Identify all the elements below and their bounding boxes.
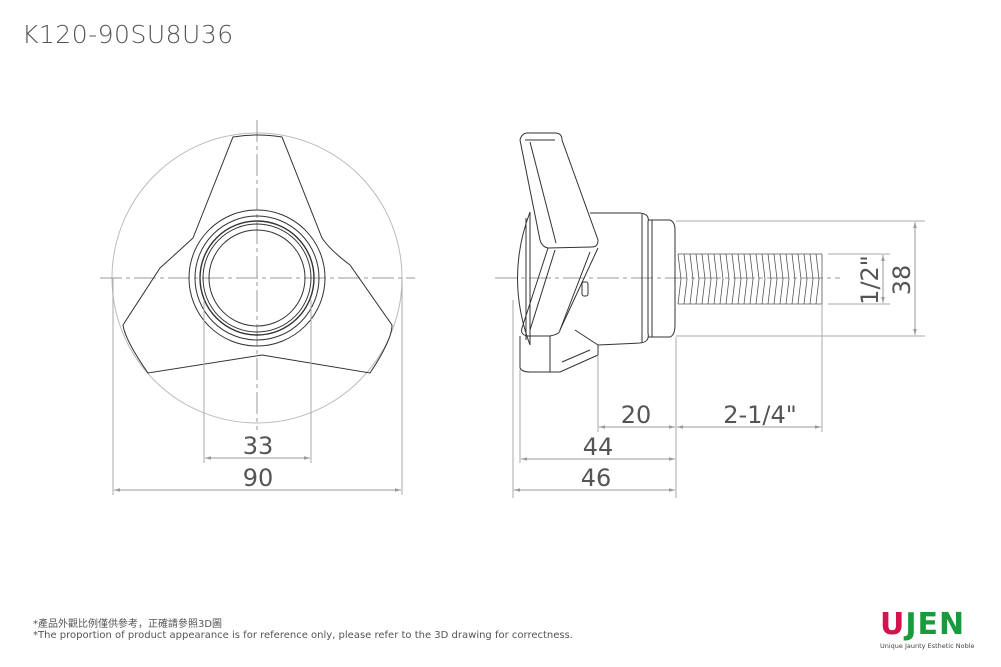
dim-44: 44 — [583, 433, 614, 461]
logo-letters-jen: JEN — [905, 607, 966, 642]
dim-1-2-thread: 1/2" — [856, 255, 884, 305]
brand-logo: UJEN Unique Jaunty Esthetic Noble — [880, 607, 975, 651]
dim-20: 20 — [621, 401, 652, 429]
front-view — [100, 120, 415, 495]
dim-33: 33 — [243, 432, 274, 460]
dim-46: 46 — [581, 464, 612, 492]
dim-90: 90 — [243, 464, 274, 492]
side-view — [495, 132, 925, 498]
dim-38: 38 — [888, 265, 916, 296]
disclaimer-zh: *產品外觀比例僅供參考，正確請參照3D圖 — [33, 619, 223, 630]
logo-letter-u: U — [880, 607, 906, 642]
part-number-title: K120-90SU8U36 — [22, 20, 234, 49]
dim-2-1-4: 2-1/4" — [723, 401, 797, 429]
brand-tagline: Unique Jaunty Esthetic Noble — [880, 642, 975, 650]
disclaimer-en: *The proportion of product appearance is… — [33, 630, 573, 641]
